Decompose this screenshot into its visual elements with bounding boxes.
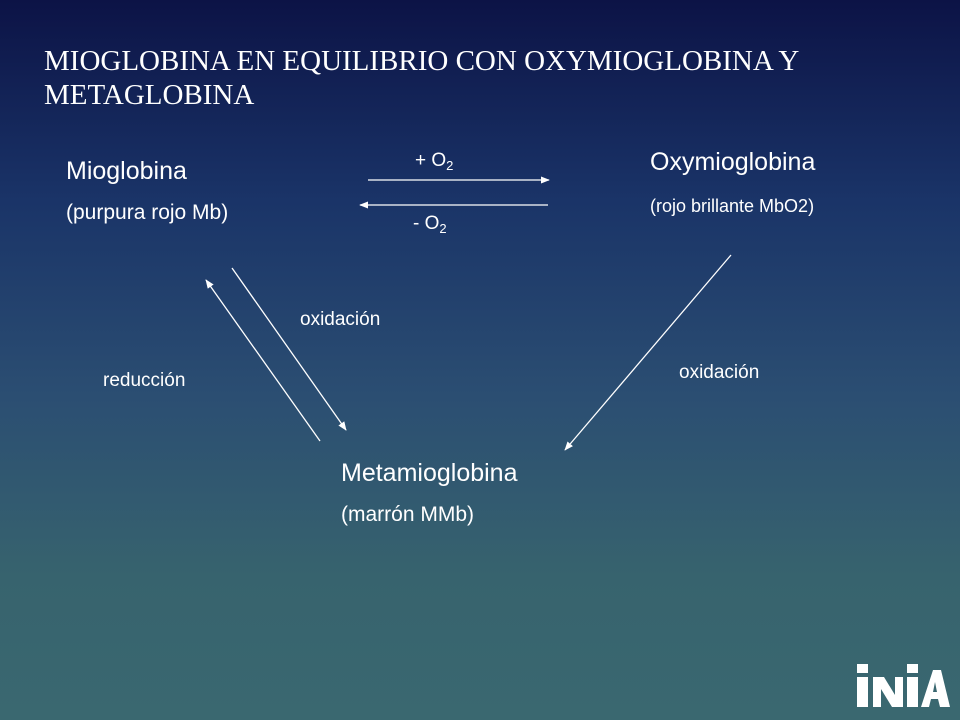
node-oxymioglobina-name: Oxymioglobina (650, 148, 816, 176)
label-plus-o2-subscript: 2 (446, 158, 454, 173)
node-mioglobina: Mioglobina (purpura rojo Mb) (66, 156, 228, 226)
label-plus-o2: + O2 (415, 150, 453, 173)
label-minus-o2: - O2 (413, 213, 447, 236)
arrow-oxidacion-right (564, 254, 732, 451)
slide-title: MIOGLOBINA EN EQUILIBRIO CON OXYMIOGLOBI… (44, 45, 799, 111)
node-oxymioglobina: Oxymioglobina (rojo brillante MbO2) (650, 147, 815, 219)
node-mioglobina-sub: (purpura rojo Mb) (66, 201, 229, 224)
label-oxidacion-right: oxidación (679, 362, 760, 383)
label-reduccion: reducción (103, 370, 186, 391)
arrow-reduccion (205, 279, 321, 442)
node-mioglobina-name: Mioglobina (66, 157, 187, 185)
label-minus-o2-text: - O (413, 213, 440, 234)
label-minus-o2-subscript: 2 (439, 221, 447, 236)
node-metamioglobina-sub: (marrón MMb) (341, 503, 475, 526)
node-metamioglobina-name: Metamioglobina (341, 459, 518, 487)
node-metamioglobina: Metamioglobina (marrón MMb) (341, 458, 518, 528)
node-oxymioglobina-sub: (rojo brillante MbO2) (650, 196, 815, 216)
inia-logo (857, 664, 950, 707)
label-plus-o2-text: + O (415, 150, 447, 171)
arrow-oxidacion-left (231, 267, 347, 431)
label-oxidacion-left: oxidación (300, 309, 381, 330)
